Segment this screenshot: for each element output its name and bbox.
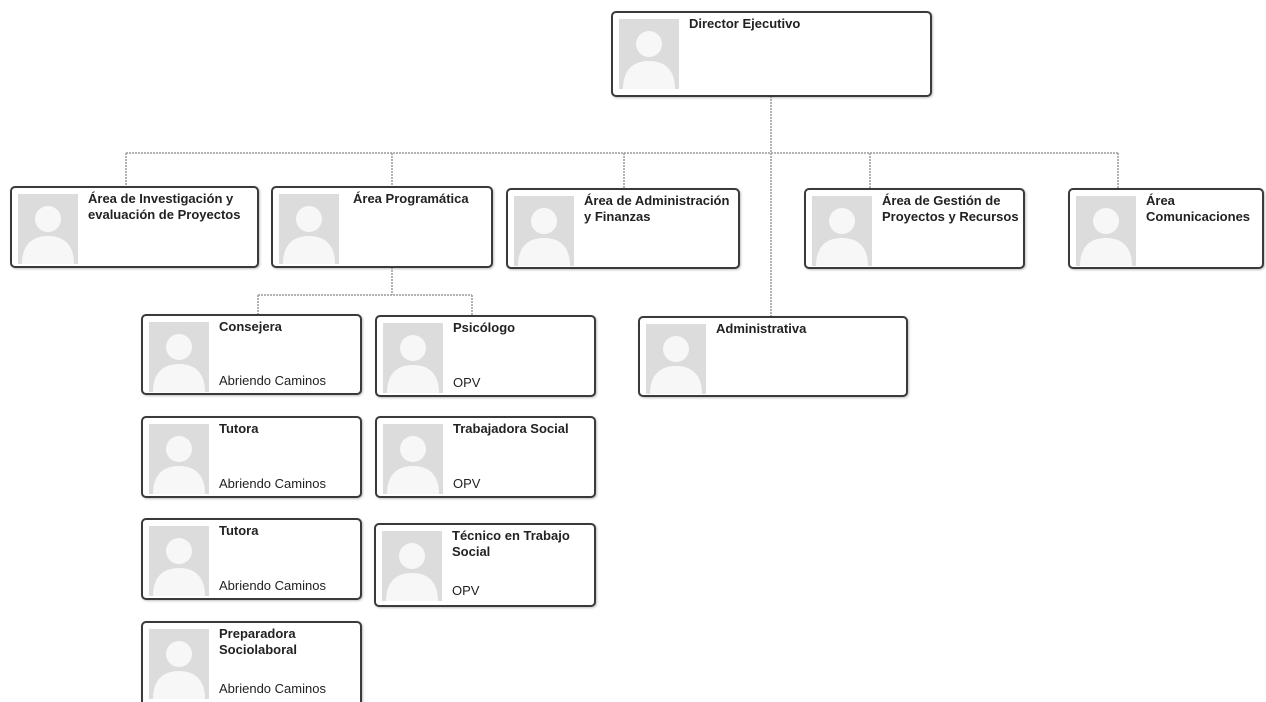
node-title: Tutora	[219, 523, 259, 538]
node-psicologo[interactable]: Psicólogo OPV	[375, 315, 596, 397]
node-administrativa[interactable]: Administrativa	[638, 316, 908, 397]
node-subtitle: Abriendo Caminos	[219, 681, 326, 696]
node-subtitle: Abriendo Caminos	[219, 373, 326, 388]
person-placeholder-icon	[149, 322, 209, 392]
person-placeholder-icon	[646, 324, 706, 394]
node-subtitle: OPV	[453, 476, 481, 491]
person-placeholder-icon	[812, 196, 872, 266]
node-subtitle: Abriendo Caminos	[219, 476, 326, 491]
node-tutora-1[interactable]: Tutora Abriendo Caminos	[141, 416, 362, 498]
node-title: Director Ejecutivo	[689, 16, 801, 31]
person-placeholder-icon	[149, 526, 209, 596]
node-subtitle: OPV	[453, 375, 481, 390]
person-placeholder-icon	[514, 196, 574, 266]
node-director-ejecutivo[interactable]: Director Ejecutivo	[611, 11, 932, 97]
person-placeholder-icon	[18, 194, 78, 264]
node-title: Trabajadora Social	[453, 421, 569, 436]
node-title: Área Programática	[353, 191, 469, 206]
person-placeholder-icon	[619, 19, 679, 89]
node-tecnico-trabajo-social[interactable]: Técnico en Trabajo Social OPV	[374, 523, 596, 607]
node-area-gestion-proyectos[interactable]: Área de Gestión de Proyectos y Recursos	[804, 188, 1025, 269]
person-placeholder-icon	[382, 531, 442, 601]
node-area-administracion[interactable]: Área de Administración y Finanzas	[506, 188, 740, 269]
node-consejera[interactable]: Consejera Abriendo Caminos	[141, 314, 362, 395]
node-title: Preparadora Sociolaboral	[219, 626, 298, 657]
person-placeholder-icon	[149, 424, 209, 494]
node-area-programatica[interactable]: Área Programática	[271, 186, 493, 268]
person-placeholder-icon	[279, 194, 339, 264]
person-placeholder-icon	[149, 629, 209, 699]
node-title: Área Comunicaciones	[1146, 193, 1251, 224]
node-trabajadora-social[interactable]: Trabajadora Social OPV	[375, 416, 596, 498]
node-area-comunicaciones[interactable]: Área Comunicaciones	[1068, 188, 1264, 269]
node-title: Psicólogo	[453, 320, 516, 335]
node-title: Área de Administración y Finanzas	[584, 193, 730, 224]
node-title: Tutora	[219, 421, 259, 436]
node-tutora-2[interactable]: Tutora Abriendo Caminos	[141, 518, 362, 600]
node-title: Administrativa	[716, 321, 807, 336]
node-subtitle: OPV	[452, 583, 480, 598]
node-title: Consejera	[219, 319, 282, 334]
person-placeholder-icon	[383, 424, 443, 494]
node-area-investigacion[interactable]: Área de Investigación y evaluación de Pr…	[10, 186, 259, 268]
node-title: Área de Gestión de Proyectos y Recursos	[882, 193, 1019, 224]
person-placeholder-icon	[383, 323, 443, 393]
node-preparadora-sociolaboral[interactable]: Preparadora Sociolaboral Abriendo Camino…	[141, 621, 362, 702]
node-subtitle: Abriendo Caminos	[219, 578, 326, 593]
person-placeholder-icon	[1076, 196, 1136, 266]
node-title: Área de Investigación y evaluación de Pr…	[88, 191, 241, 222]
node-title: Técnico en Trabajo Social	[452, 528, 570, 559]
